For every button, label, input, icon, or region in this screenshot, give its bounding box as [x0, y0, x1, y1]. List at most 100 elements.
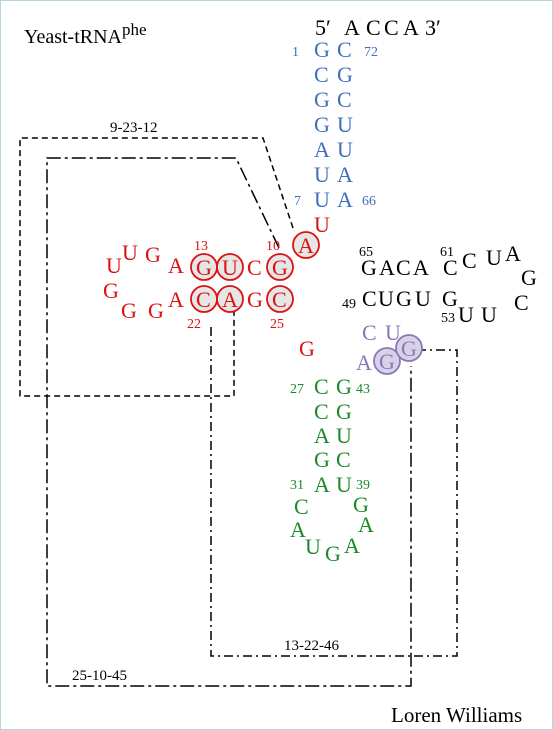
- acceptor-base: C: [337, 37, 352, 62]
- variable-circled-base: G: [401, 336, 417, 361]
- t-top-base: C: [396, 255, 411, 280]
- anticodon-loop-base: A: [290, 517, 306, 542]
- label-13-22-46: 13-22-46: [284, 638, 339, 654]
- d-loop-base: G: [148, 298, 164, 323]
- circle-a23: [216, 285, 244, 313]
- num-13: 13: [194, 239, 208, 254]
- title-superscript: phe: [122, 20, 147, 39]
- t-bottom-base: U: [415, 286, 431, 311]
- anticodon-stem-base: C: [314, 399, 329, 424]
- author: Loren Williams: [391, 703, 522, 727]
- acceptor-base: C: [314, 62, 329, 87]
- d-pivot-base: A: [298, 233, 314, 258]
- t-bottom-base: U: [378, 286, 394, 311]
- acceptor-base: A: [337, 162, 353, 187]
- anticodon-stem-base: G: [314, 447, 330, 472]
- num-31: 31: [290, 478, 304, 493]
- anticodon-stem-base: G: [336, 399, 352, 424]
- acceptor-base: G: [314, 87, 330, 112]
- acceptor-base: U: [337, 112, 353, 137]
- line-13-22-46: [210, 327, 458, 657]
- t-top-base: C: [443, 255, 458, 280]
- d-top-base: C: [247, 255, 262, 280]
- interaction-lines: [19, 137, 458, 687]
- anticodon-loop-base: G: [353, 492, 369, 517]
- line-25-10-45: [46, 157, 412, 687]
- num-61: 61: [440, 245, 454, 260]
- num-25: 25: [270, 317, 284, 332]
- anticodon-stem-base: G: [336, 374, 352, 399]
- num-39: 39: [356, 478, 370, 493]
- d-loop-base: A: [168, 287, 184, 312]
- num-53: 53: [441, 311, 455, 326]
- t-top-base: A: [413, 255, 429, 280]
- link-base-g26: G: [299, 336, 315, 361]
- t-arm: 65 61 49 53 G A C A C C U G U G C U A G …: [342, 241, 537, 327]
- terminal-sequence: 5′ A C C A 3′: [315, 15, 441, 40]
- num-43: 43: [356, 382, 370, 397]
- label-25-10-45: 25-10-45: [72, 668, 127, 684]
- circle-c25: [266, 285, 294, 313]
- num-72: 72: [364, 45, 378, 60]
- anticodon-loop-base: G: [325, 541, 341, 566]
- anticodon-arm: 27 43 31 39 C G C G A U G C A U C G A A …: [290, 374, 374, 566]
- three-prime-label: 3′: [425, 15, 441, 40]
- d-top-base: G: [272, 255, 288, 280]
- anticodon-stem-base: U: [336, 423, 352, 448]
- d-bottom-base: C: [196, 287, 211, 312]
- label-9-23-12: 9-23-12: [110, 120, 158, 136]
- circle-g10: [266, 253, 294, 281]
- t-loop-base: A: [505, 241, 521, 266]
- t-loop-base: G: [521, 265, 537, 290]
- terminal-base: C: [366, 15, 381, 40]
- anticodon-loop-base: A: [358, 512, 374, 537]
- anticodon-stem-base: C: [336, 447, 351, 472]
- anticodon-loop-base: C: [294, 494, 309, 519]
- anticodon-stem-base: A: [314, 423, 330, 448]
- d-loop-base: U: [106, 253, 122, 278]
- variable-circled-base: G: [379, 349, 395, 374]
- d-loop-base: G: [145, 242, 161, 267]
- num-7: 7: [294, 194, 301, 209]
- num-49: 49: [342, 297, 356, 312]
- t-loop-base: C: [514, 290, 529, 315]
- variable-base: C: [362, 320, 377, 345]
- line-9-23-12: [19, 137, 294, 397]
- t-loop-base: U: [486, 245, 502, 270]
- d-loop-base: G: [121, 298, 137, 323]
- d-loop-base: A: [168, 253, 184, 278]
- d-top-base: U: [222, 255, 238, 280]
- d-top-base: G: [196, 255, 212, 280]
- d-loop-base: G: [103, 278, 119, 303]
- variable-base: U: [385, 320, 401, 345]
- title-main: Yeast-tRNA: [24, 26, 123, 48]
- circle-g46: [395, 334, 423, 362]
- terminal-base: A: [403, 15, 419, 40]
- circle-a9: [292, 231, 320, 259]
- acceptor-stem: 1 72 7 66 G C C G G C G U A U U A U A: [292, 37, 378, 212]
- five-prime-label: 5′: [315, 15, 331, 40]
- acceptor-base: G: [337, 62, 353, 87]
- num-27: 27: [290, 382, 304, 397]
- acceptor-base: U: [314, 187, 330, 212]
- acceptor-base: A: [337, 187, 353, 212]
- t-loop-base: U: [481, 302, 497, 327]
- t-loop-base: C: [462, 248, 477, 273]
- acceptor-base: G: [314, 112, 330, 137]
- anticodon-loop-base: A: [344, 533, 360, 558]
- t-top-base: A: [379, 255, 395, 280]
- title: Yeast-tRNAphe: [24, 20, 147, 48]
- circle-u12: [216, 253, 244, 281]
- d-bottom-base: A: [222, 287, 238, 312]
- anticodon-stem-base: U: [336, 472, 352, 497]
- terminal-base: C: [384, 15, 399, 40]
- link-base-u8: U: [314, 212, 330, 237]
- circle-g45: [373, 347, 401, 375]
- variable-base: A: [356, 350, 372, 375]
- t-bottom-base: G: [396, 286, 412, 311]
- d-loop-base: U: [122, 240, 138, 265]
- d-bottom-base: C: [272, 287, 287, 312]
- num-1: 1: [292, 45, 299, 60]
- anticodon-stem-base: A: [314, 472, 330, 497]
